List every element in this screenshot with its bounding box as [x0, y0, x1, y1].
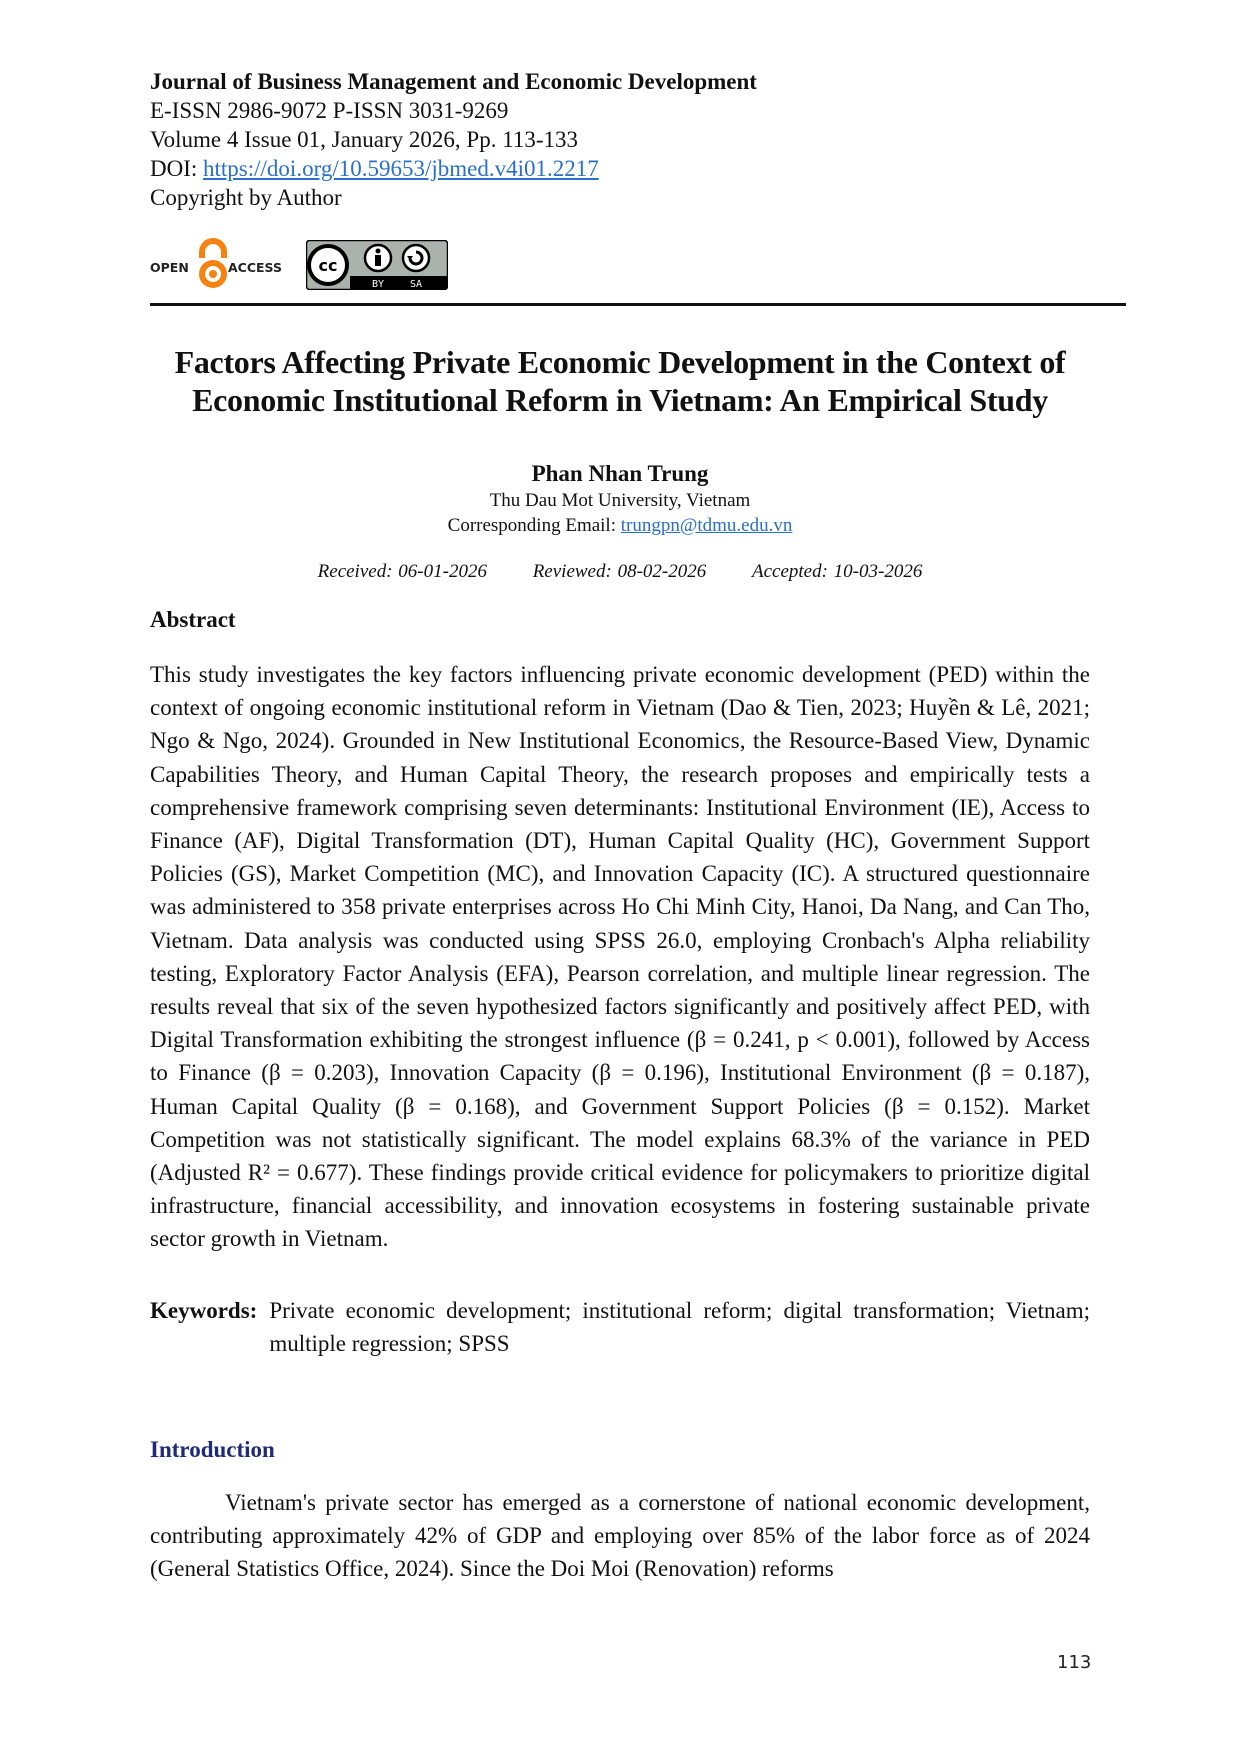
open-lock-icon — [199, 238, 227, 288]
introduction-text: Vietnam's private sector has emerged as … — [150, 1490, 1090, 1582]
journal-title: Journal of Business Management and Econo… — [150, 69, 757, 94]
email-label: Corresponding Email: — [447, 515, 621, 536]
open-access-text-left: OPEN — [150, 260, 189, 275]
article-dates: Received: 06-01-2026 Reviewed: 08-02-202… — [130, 561, 1110, 583]
svg-text:cc: cc — [319, 256, 338, 275]
received-date: Received: 06-01-2026 — [317, 561, 487, 582]
doi: DOI: https://doi.org/10.59653/jbmed.v4i0… — [150, 154, 599, 183]
attribution-icon — [363, 243, 393, 273]
open-access-logo: OPEN ACCESS — [150, 238, 284, 292]
author-name: Phan Nhan Trung — [531, 461, 709, 486]
abstract-text: This study investigates the key factors … — [150, 662, 1090, 1252]
copyright: Copyright by Author — [150, 185, 342, 210]
cc-icon: cc — [307, 244, 349, 286]
license-by-label: BY — [372, 279, 384, 290]
article-title: Factors Affecting Private Economic Devel… — [130, 343, 1110, 419]
header-divider — [150, 303, 1126, 306]
email-link[interactable]: trungpn@tdmu.edu.vn — [620, 515, 793, 536]
abstract-heading: Abstract — [150, 607, 236, 632]
cc-by-sa-badge: cc BY SA — [305, 239, 449, 291]
keywords: Keywords: Private economic development; … — [150, 1294, 1090, 1360]
article-title-line-2: Economic Institutional Reform in Vietnam… — [192, 382, 1048, 418]
page-number: 113 — [1057, 1652, 1092, 1673]
keywords-text: Private economic development; institutio… — [269, 1298, 1090, 1356]
volume-info: Volume 4 Issue 01, January 2026, Pp. 113… — [150, 127, 579, 152]
issn: E-ISSN 2986-9072 P-ISSN 3031-9269 — [150, 98, 509, 123]
introduction-heading: Introduction — [150, 1437, 275, 1462]
doi-link[interactable]: https://doi.org/10.59653/jbmed.v4i01.221… — [203, 156, 599, 181]
license-sa-label: SA — [410, 279, 422, 290]
reviewed-date: Reviewed: 08-02-2026 — [532, 561, 707, 582]
accepted-date: Accepted: 10-03-2026 — [751, 561, 923, 582]
share-alike-icon — [401, 243, 431, 273]
keywords-label: Keywords: — [150, 1298, 258, 1323]
corresponding-email: Corresponding Email: trungpn@tdmu.edu.vn — [130, 515, 1110, 537]
article-title-line-1: Factors Affecting Private Economic Devel… — [174, 344, 1066, 380]
open-access-text-right: ACCESS — [228, 260, 282, 275]
doi-label: DOI: — [150, 156, 204, 181]
affiliation: Thu Dau Mot University, Vietnam — [489, 490, 751, 511]
